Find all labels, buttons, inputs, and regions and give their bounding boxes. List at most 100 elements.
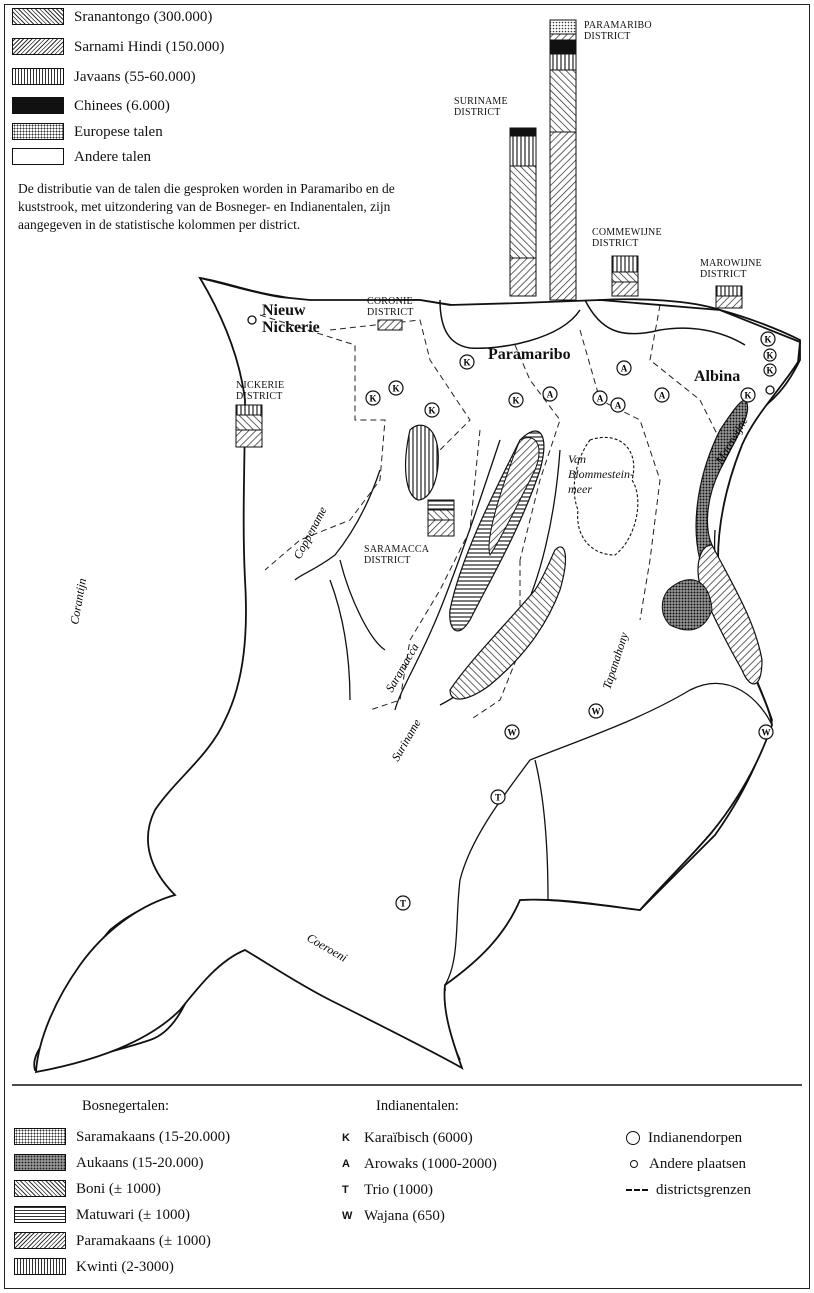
svg-text:A: A bbox=[615, 401, 622, 411]
svg-text:K: K bbox=[463, 358, 470, 368]
river-coppename bbox=[294, 469, 381, 581]
village-arowaks: A bbox=[616, 360, 632, 376]
coast-line bbox=[439, 299, 581, 349]
swatch-javaans bbox=[12, 68, 64, 85]
legend-item-chinees: Chinees (6.000) bbox=[12, 97, 170, 114]
swatch-kwinti bbox=[14, 1258, 66, 1275]
village-karaibisch: K bbox=[763, 363, 777, 377]
swatch-sranantongo bbox=[12, 8, 64, 25]
legend-bosneger-title: Bosnegertalen: bbox=[82, 1098, 169, 1114]
district-border bbox=[369, 429, 481, 711]
svg-text:K: K bbox=[766, 366, 773, 376]
svg-text:T: T bbox=[400, 899, 406, 909]
region-aukaans-tapanahony bbox=[661, 579, 713, 631]
column-nickerie bbox=[235, 404, 263, 448]
region-matuwari bbox=[488, 437, 540, 557]
swatch-europees bbox=[12, 123, 64, 140]
svg-text:W: W bbox=[508, 728, 517, 738]
country-shape bbox=[35, 276, 801, 1074]
column-suriname bbox=[509, 127, 537, 297]
village-karaibisch: K bbox=[424, 402, 440, 418]
legend-label: Javaans (55-60.000) bbox=[74, 68, 196, 85]
village-trio: T bbox=[490, 789, 506, 805]
village-trio: T bbox=[395, 895, 411, 911]
region-kwinti bbox=[405, 424, 439, 501]
village-arowaks: A bbox=[592, 390, 608, 406]
legend-item-saramakaans: Saramakaans (15-20.000) bbox=[14, 1128, 230, 1145]
legend-indianen-title: Indianentalen: bbox=[376, 1098, 459, 1114]
place-marker-nickerie bbox=[247, 315, 257, 325]
swatch-matuwari bbox=[14, 1206, 66, 1223]
column-coronie bbox=[377, 319, 403, 331]
swatch-chinees bbox=[12, 97, 64, 114]
legend-item-paramakaans: Paramakaans (± 1000) bbox=[14, 1232, 211, 1249]
map-frame bbox=[4, 4, 810, 1289]
legend-item-sranantongo: Sranantongo (300.000) bbox=[12, 8, 212, 25]
circle-large-icon bbox=[626, 1131, 640, 1145]
legend-item-districtsgrenzen: districtsgrenzen bbox=[626, 1182, 751, 1198]
village-arowaks: A bbox=[610, 397, 626, 413]
swatch-aukaans bbox=[14, 1154, 66, 1171]
svg-text:K: K bbox=[764, 335, 771, 345]
village-karaibisch: K bbox=[760, 331, 776, 347]
region-boni bbox=[697, 544, 763, 685]
svg-text:K: K bbox=[744, 391, 751, 401]
column-commewijne bbox=[611, 255, 639, 297]
legend-item-boni: Boni (± 1000) bbox=[14, 1180, 161, 1197]
svg-text:A: A bbox=[597, 394, 604, 404]
swatch-boni bbox=[14, 1180, 66, 1197]
legend-item-indianendorpen: Indianendorpen bbox=[626, 1130, 742, 1146]
legend-item-aukaans: Aukaans (15-20.000) bbox=[14, 1154, 203, 1171]
district-border bbox=[649, 304, 721, 441]
swatch-andere bbox=[12, 148, 64, 165]
legend-item-matuwari: Matuwari (± 1000) bbox=[14, 1206, 190, 1223]
village-karaibisch: K bbox=[365, 390, 381, 406]
place-label-paramaribo: Paramaribo bbox=[488, 346, 571, 363]
legend-label: Sarnami Hindi (150.000) bbox=[74, 38, 225, 55]
svg-text:K: K bbox=[369, 394, 376, 404]
svg-text:T: T bbox=[495, 793, 501, 803]
place-marker-albina bbox=[765, 385, 775, 395]
legend-label: Chinees (6.000) bbox=[74, 97, 170, 114]
village-wajana: W bbox=[758, 724, 774, 740]
svg-text:K: K bbox=[766, 351, 773, 361]
svg-text:W: W bbox=[592, 707, 601, 717]
village-karaibisch: K bbox=[740, 387, 756, 403]
swatch-saramakaans bbox=[14, 1128, 66, 1145]
region-aukaans-suriname bbox=[449, 546, 566, 700]
svg-text:K: K bbox=[392, 384, 399, 394]
village-arowaks: A bbox=[654, 387, 670, 403]
column-saramacca bbox=[427, 499, 455, 537]
circle-small-icon bbox=[630, 1160, 638, 1168]
village-karaibisch: K bbox=[508, 392, 524, 408]
district-border bbox=[469, 560, 521, 721]
legend-item-javaans: Javaans (55-60.000) bbox=[12, 68, 196, 85]
legend-item-sarnami: Sarnami Hindi (150.000) bbox=[12, 38, 224, 55]
legend-item-kwinti: Kwinti (2-3000) bbox=[14, 1258, 174, 1275]
svg-text:W: W bbox=[762, 728, 771, 738]
legend-item-europees: Europese talen bbox=[12, 123, 163, 140]
village-markers: K K K K K A A A A A K K K K W W W T T bbox=[365, 331, 777, 911]
legend-item-andere-plaatsen: Andere plaatsen bbox=[626, 1156, 746, 1172]
legend-label: Sranantongo (300.000) bbox=[74, 8, 213, 25]
district-border bbox=[259, 314, 386, 571]
district-border bbox=[514, 344, 561, 561]
place-label-albina: Albina bbox=[694, 368, 741, 385]
svg-text:K: K bbox=[512, 396, 519, 406]
river-tapanahony bbox=[529, 683, 773, 761]
river-lower bbox=[534, 759, 549, 901]
column-paramaribo bbox=[549, 19, 577, 301]
river-coppename-south bbox=[339, 559, 386, 651]
